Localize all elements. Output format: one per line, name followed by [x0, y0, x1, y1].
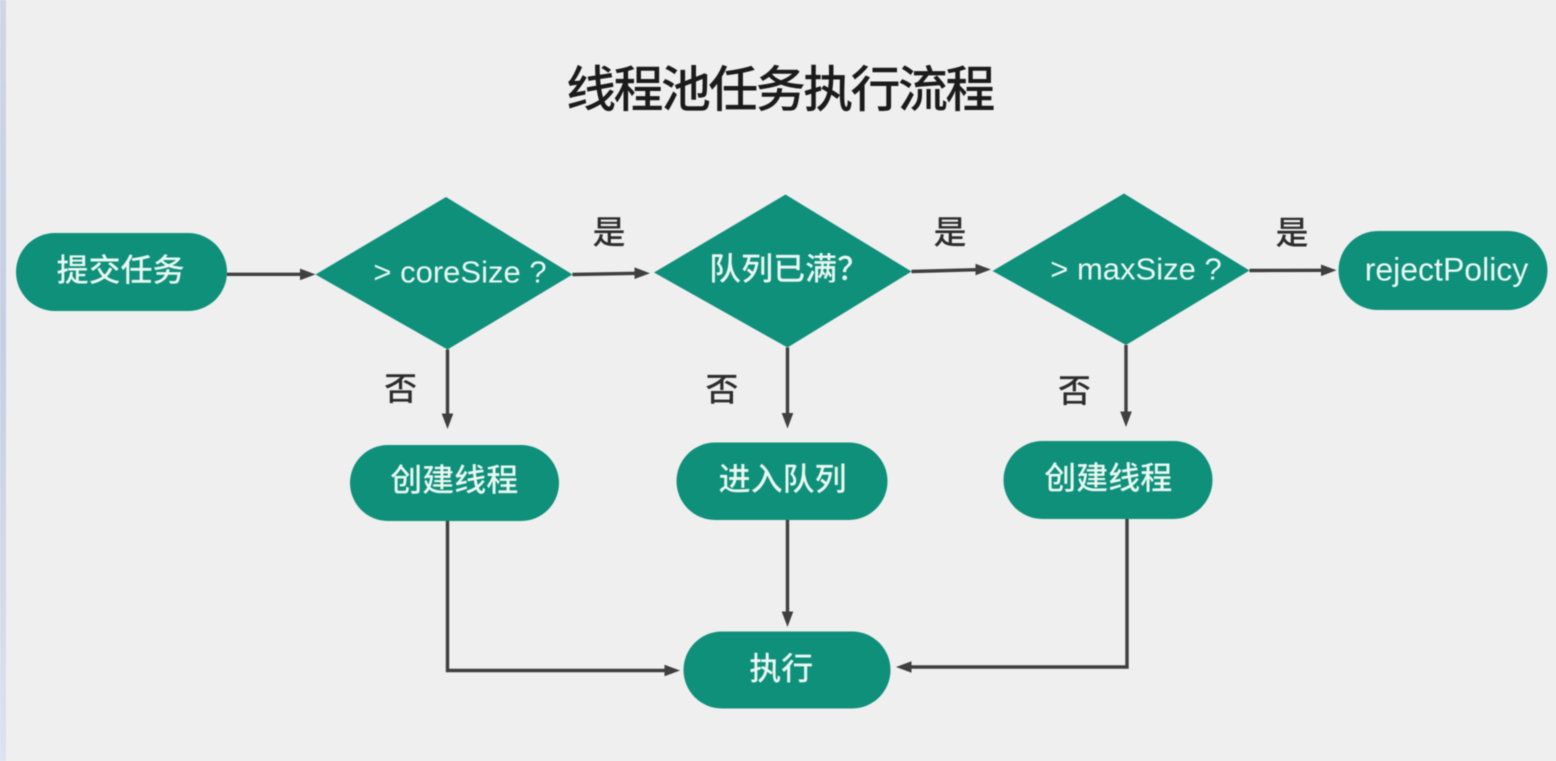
svg-text:> coreSize ?: > coreSize ?: [373, 255, 546, 290]
svg-text:rejectPolicy: rejectPolicy: [1365, 252, 1529, 288]
svg-text:> maxSize ?: > maxSize ?: [1050, 252, 1221, 287]
